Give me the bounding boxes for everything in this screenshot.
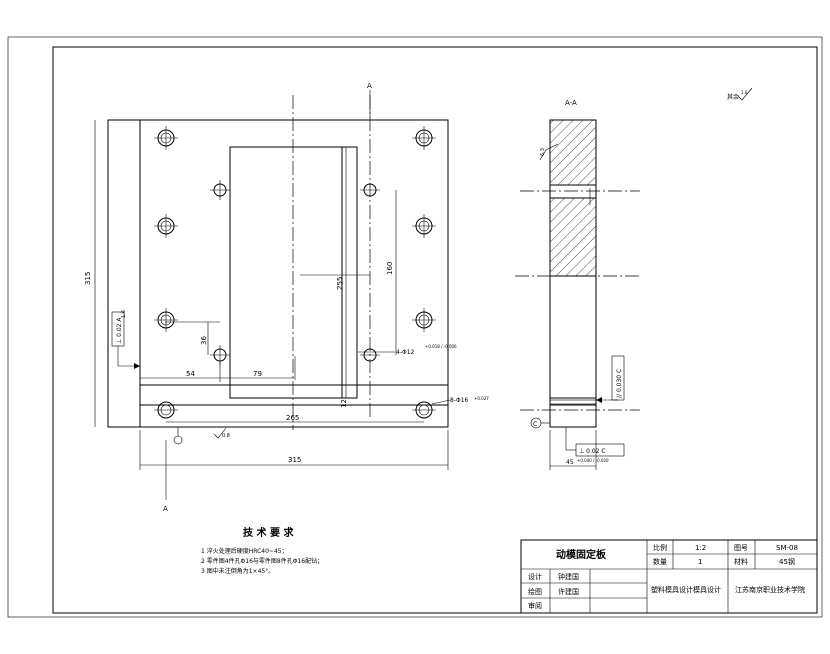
note-2: 2 零件图4件孔Φ16与零件图8件孔Φ16配钻； — [201, 557, 323, 565]
section-label: A-A — [565, 99, 577, 107]
tolerance-left-text: ⊥ 0.02 A — [116, 317, 123, 344]
note-1: 1 淬火处理后硬度HRC40~45； — [201, 547, 288, 555]
dim-12: 12 — [340, 399, 348, 408]
draw-name: 许建国 — [558, 587, 579, 596]
dim-36: 36 — [200, 336, 208, 345]
design-label: 设计 — [528, 572, 542, 581]
roughness-bottom: 0.8 — [222, 433, 230, 439]
drawing-no-label: 图号 — [734, 544, 748, 552]
guide-hole — [412, 308, 436, 332]
screw-hole — [210, 345, 230, 365]
school-name: 江苏南京职业技术学院 — [735, 585, 805, 594]
parallelism-text: // 0.030 C — [616, 369, 623, 398]
design-name: 钟建国 — [558, 572, 579, 581]
scale-value: 1:2 — [695, 544, 706, 552]
screw-hole — [210, 180, 230, 200]
screw-hole — [360, 183, 380, 197]
draw-label: 绘图 — [528, 587, 542, 596]
roughness-corner-value: 1.6 — [741, 90, 748, 95]
guide-hole — [154, 401, 178, 419]
hole-spec-4: 4-Φ12 — [396, 349, 415, 356]
dim-overall-height: 315 — [84, 272, 92, 285]
project-title: 塑料模具设计模具设计 — [651, 585, 721, 594]
guide-hole — [412, 126, 436, 150]
material-label: 材料 — [734, 557, 748, 566]
cut-label-top: A — [367, 82, 372, 90]
title-block: 动模固定板 比例 1:2 图号 SM-08 数量 1 材料 45钢 设计 钟建国… — [520, 539, 818, 614]
roughness-section: 6.3 — [540, 148, 546, 156]
hole-spec-8-tol: +0.027 — [474, 396, 489, 401]
datum-c: C — [533, 421, 537, 428]
drawing-no-value: SM-08 — [776, 544, 798, 552]
dim-thickness-tol: +0.040 / -0.020 — [577, 458, 609, 463]
qty-label: 数量 — [653, 557, 667, 566]
outer-border — [7, 36, 823, 618]
guide-hole — [154, 214, 178, 238]
section-body — [549, 119, 597, 428]
dim-overall-width: 315 — [288, 456, 301, 464]
qty-value: 1 — [698, 558, 702, 566]
scale-label: 比例 — [653, 543, 667, 552]
plate-outline — [107, 119, 449, 428]
part-name: 动模固定板 — [556, 548, 607, 561]
technical-notes: 技 术 要 求 1 淬火处理后硬度HRC40~45； 2 零件图4件孔Φ16与零… — [201, 526, 323, 575]
guide-hole — [412, 214, 436, 238]
datum-symbol-bottom — [173, 427, 183, 445]
hole-spec-8: 8-Φ16 — [450, 397, 469, 404]
dim-thickness: 45 — [566, 459, 574, 466]
roughness-corner-label: 其余 — [727, 93, 739, 101]
screw-hole — [360, 348, 380, 362]
section-view: A-A 6.3 // 0.030 C C ⊥ 0 — [515, 87, 753, 470]
perp-section-text: ⊥ 0.02 C — [579, 448, 606, 455]
dim-pocket-height: 255 — [336, 277, 344, 290]
dim-160: 160 — [386, 262, 394, 275]
front-view: A A 315 265 315 255 160 54 79 36 12 — [84, 82, 489, 513]
inner-border — [52, 46, 818, 614]
guide-hole — [154, 126, 178, 150]
cut-label-bottom: A — [163, 505, 168, 513]
guide-hole — [412, 401, 436, 419]
review-label: 审阅 — [528, 601, 542, 610]
section-hatch-mid — [549, 197, 597, 277]
notes-title: 技 术 要 求 — [243, 526, 294, 539]
roughness-left: 1.6 — [121, 310, 127, 318]
dim-54: 54 — [186, 370, 195, 378]
central-pocket — [229, 146, 358, 399]
note-3: 3 图中未注倒角为1×45°。 — [201, 567, 274, 575]
hole-spec-4-tol: +0.018 / -0.006 — [425, 344, 457, 349]
guide-hole — [154, 308, 178, 332]
material-value: 45钢 — [779, 557, 795, 566]
dim-hole-spacing: 265 — [286, 414, 299, 422]
dim-79: 79 — [253, 370, 262, 378]
section-hatch-top — [549, 119, 597, 186]
